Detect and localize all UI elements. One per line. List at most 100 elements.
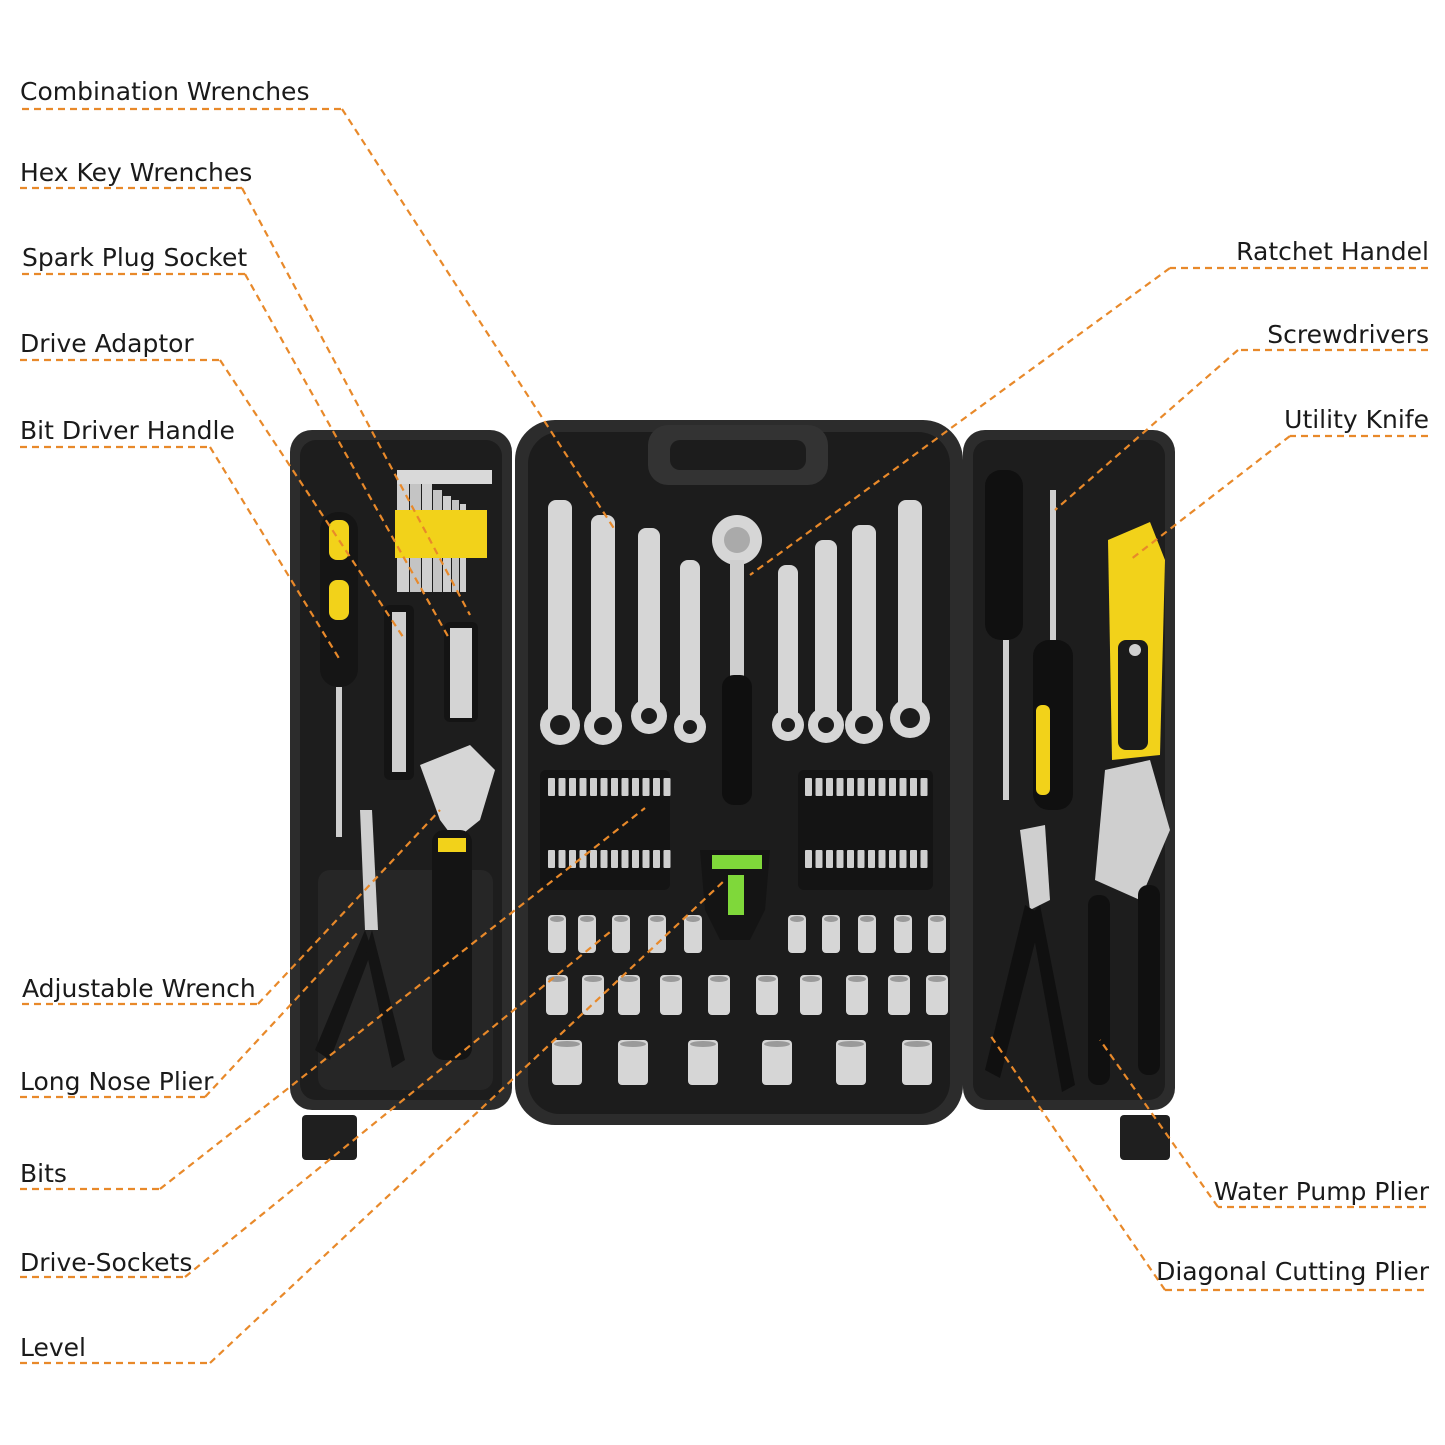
ratchet-handle-illustration — [712, 515, 762, 805]
combination-wrenches-illustration — [540, 500, 930, 745]
label-hex-key-wrenches: Hex Key Wrenches — [20, 158, 253, 187]
socket-opening — [580, 916, 594, 922]
bit — [815, 778, 823, 796]
socket-opening — [710, 976, 728, 982]
bit — [836, 778, 844, 796]
bit — [653, 778, 660, 796]
socket — [618, 975, 640, 1015]
bit — [600, 778, 608, 796]
bit — [590, 778, 597, 796]
socket — [578, 915, 596, 953]
label-level: Level — [20, 1333, 86, 1362]
leader-pointer — [257, 809, 441, 1005]
bit — [805, 778, 812, 796]
bit — [632, 778, 639, 796]
bit — [889, 850, 896, 868]
bit — [857, 850, 865, 868]
label-drive-adaptor: Drive Adaptor — [20, 329, 194, 358]
bit — [889, 778, 896, 796]
bit — [878, 850, 886, 868]
socket-opening — [584, 976, 602, 982]
label-bit-driver-handle: Bit Driver Handle — [20, 416, 235, 445]
label-utility-knife: Utility Knife — [1284, 405, 1429, 434]
leader-pointer — [244, 273, 451, 641]
drive-adaptor-illustration — [384, 605, 478, 780]
socket-opening — [928, 976, 946, 982]
socket-opening — [758, 976, 776, 982]
socket — [684, 915, 702, 953]
diagonal-cutting-plier-illustration — [985, 825, 1075, 1092]
bit — [663, 778, 671, 796]
bit — [826, 778, 833, 796]
leader-pointer — [204, 929, 361, 1098]
bits-illustration — [540, 770, 933, 890]
bit — [590, 850, 597, 868]
bit — [920, 850, 928, 868]
socket-opening — [896, 916, 910, 922]
socket-opening — [848, 976, 866, 982]
leader-pointer — [159, 807, 646, 1190]
bit — [621, 778, 629, 796]
bit — [910, 850, 917, 868]
leader-pointer — [209, 446, 341, 661]
socket — [548, 915, 566, 953]
bit — [653, 850, 660, 868]
bit — [847, 850, 854, 868]
socket — [552, 1040, 582, 1085]
label-bits: Bits — [20, 1159, 67, 1188]
bit — [857, 778, 865, 796]
socket-opening — [890, 976, 908, 982]
label-spark-plug-socket: Spark Plug Socket — [22, 243, 248, 272]
bit — [632, 850, 639, 868]
bit — [611, 850, 618, 868]
leader-lines — [20, 107, 1428, 1365]
label-ratchet-handel: Ratchet Handel — [1236, 237, 1429, 266]
socket — [762, 1040, 792, 1085]
adjustable-wrench-illustration — [420, 745, 495, 1060]
socket — [582, 975, 604, 1015]
bit — [611, 778, 618, 796]
socket — [846, 975, 868, 1015]
socket — [894, 915, 912, 953]
screwdrivers-illustration — [985, 470, 1073, 810]
label-screwdrivers: Screwdrivers — [1267, 320, 1429, 349]
bit — [910, 778, 917, 796]
label-water-pump-plier: Water Pump Plier — [1213, 1177, 1429, 1206]
bit — [878, 778, 886, 796]
socket — [612, 915, 630, 953]
socket — [756, 975, 778, 1015]
leader-pointer — [209, 879, 726, 1364]
label-adjustable-wrench: Adjustable Wrench — [22, 974, 256, 1003]
leader-pointer — [184, 931, 611, 1278]
label-diagonal-cutting-plier: Diagonal Cutting Plier — [1156, 1257, 1429, 1286]
bit — [868, 778, 875, 796]
label-drive-sockets: Drive-Sockets — [20, 1248, 193, 1277]
bit — [642, 850, 650, 868]
socket-opening — [690, 1041, 716, 1047]
label-combination-wrenches: Combination Wrenches — [20, 77, 310, 106]
leader-pointer — [1054, 349, 1239, 511]
socket-opening — [620, 1041, 646, 1047]
socket — [708, 975, 730, 1015]
bit — [868, 850, 875, 868]
label-long-nose-plier: Long Nose Plier — [20, 1067, 214, 1096]
bit — [548, 850, 555, 868]
bit — [558, 850, 566, 868]
bit — [548, 778, 555, 796]
socket — [788, 915, 806, 953]
socket — [800, 975, 822, 1015]
long-nose-plier-illustration — [315, 810, 405, 1068]
socket — [660, 975, 682, 1015]
socket — [858, 915, 876, 953]
bit — [920, 778, 928, 796]
socket-opening — [802, 976, 820, 982]
socket-opening — [650, 916, 664, 922]
bit — [847, 778, 854, 796]
socket — [836, 1040, 866, 1085]
water-pump-plier-illustration — [1088, 760, 1170, 1085]
socket-opening — [764, 1041, 790, 1047]
socket-opening — [790, 916, 804, 922]
socket-opening — [686, 916, 700, 922]
bit — [569, 850, 576, 868]
